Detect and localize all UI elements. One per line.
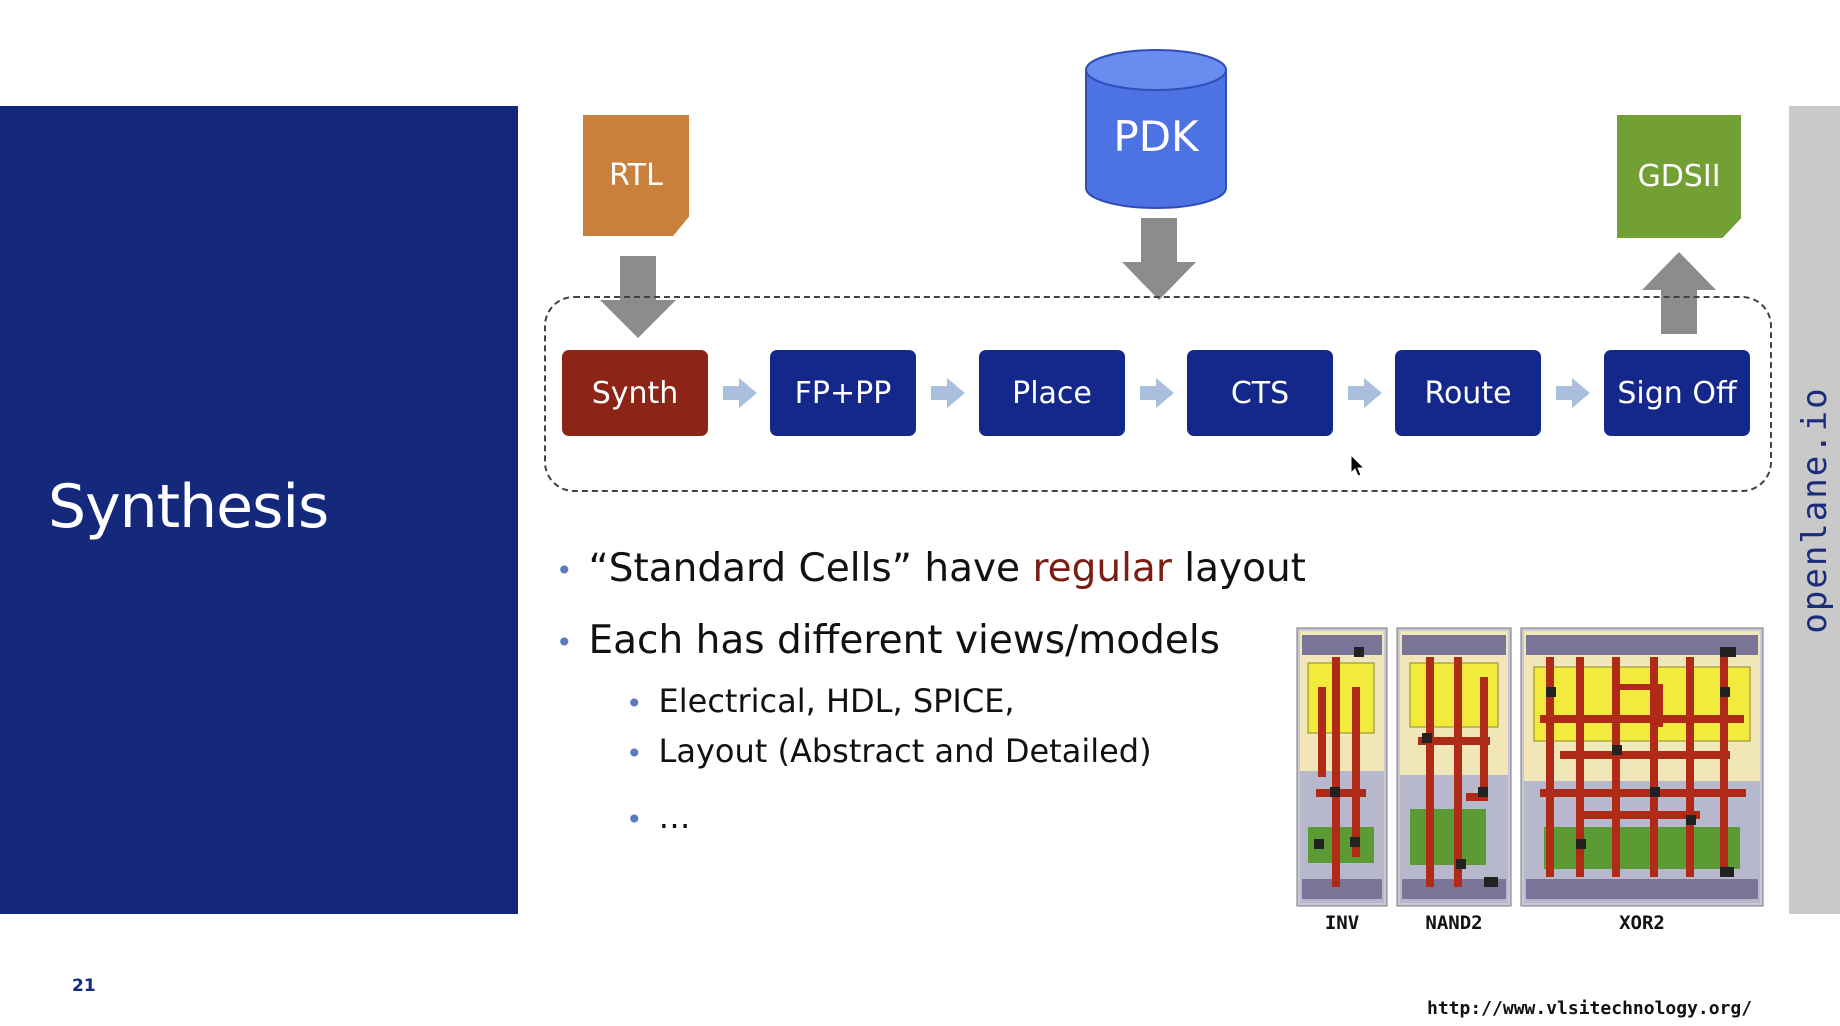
rtl-document: RTL — [583, 115, 689, 236]
pdk-label: PDK — [1113, 112, 1199, 161]
gdsii-label: GDSII — [1637, 159, 1721, 194]
bullet-dot-icon: • — [626, 802, 643, 836]
nand2-cell-layout — [1396, 627, 1512, 907]
bullet-item: •Each has different views/models — [556, 618, 1220, 663]
stage-synth: Synth — [562, 350, 708, 436]
stage-place: Place — [979, 350, 1125, 436]
rtl-label: RTL — [609, 158, 663, 193]
sub-bullet-item: •… — [626, 798, 691, 836]
flow-arrow-icon — [1556, 378, 1590, 408]
bullet-item: •“Standard Cells” have regular layout — [556, 546, 1306, 591]
bullet-dot-icon: • — [556, 626, 573, 659]
mouse-cursor-icon — [1350, 454, 1366, 477]
cell-label-inv: INV — [1324, 912, 1360, 934]
pdk-down-arrow — [1122, 218, 1196, 300]
highlight-word: regular — [1032, 546, 1172, 591]
source-url: http://www.vlsitechnology.org/ — [1427, 998, 1753, 1019]
side-strip-text: openlane.io — [1794, 386, 1835, 634]
sub-bullet-item: •Electrical, HDL, SPICE, — [626, 682, 1015, 720]
stage-route: Route — [1395, 350, 1541, 436]
flow-arrow-icon — [1348, 378, 1382, 408]
flow-arrow-icon — [723, 378, 757, 408]
title-panel — [0, 106, 518, 914]
sub-bullet-item: •Layout (Abstract and Detailed) — [626, 732, 1152, 770]
side-strip-text-wrap: openlane.io — [1789, 106, 1840, 914]
xor2-cell-layout — [1520, 627, 1764, 907]
gdsii-document: GDSII — [1617, 115, 1741, 238]
slide-number: 21 — [72, 976, 96, 996]
flow-frame — [544, 296, 1772, 492]
stage-fp-pp: FP+PP — [770, 350, 916, 436]
gdsii-up-arrow — [1642, 252, 1716, 334]
flow-arrow-icon — [931, 378, 965, 408]
slide-title: Synthesis — [48, 472, 329, 542]
cell-label-nand2: NAND2 — [1425, 912, 1483, 934]
inv-cell-layout — [1296, 627, 1388, 907]
stage-sign-off: Sign Off — [1604, 350, 1750, 436]
bullet-dot-icon: • — [626, 736, 643, 770]
bullet-dot-icon: • — [626, 686, 643, 720]
bullet-dot-icon: • — [556, 554, 573, 587]
stage-cts: CTS — [1187, 350, 1333, 436]
pdk-cylinder — [1085, 49, 1227, 209]
side-strip — [1789, 106, 1840, 914]
cell-label-xor2: XOR2 — [1619, 912, 1665, 934]
flow-arrow-icon — [1140, 378, 1174, 408]
